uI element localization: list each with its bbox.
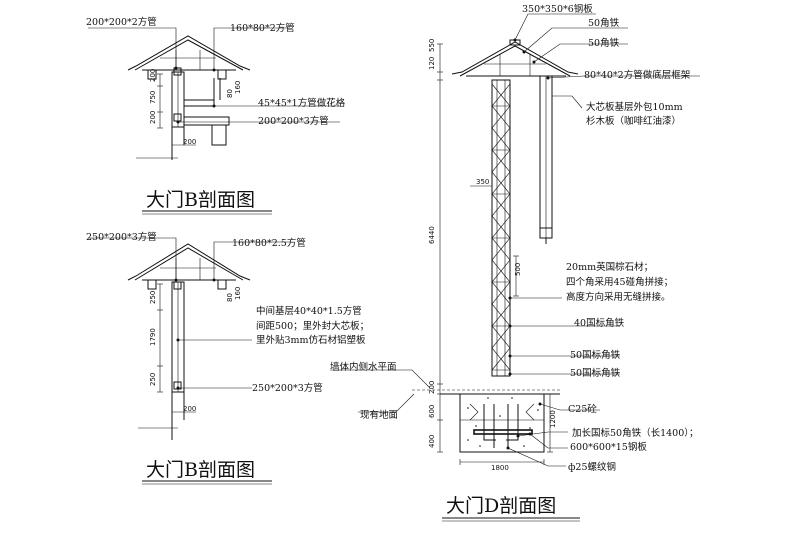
dim-200-lower: 200	[183, 405, 196, 413]
dim-500: 500	[514, 263, 522, 276]
label-rebar: ф25螺纹钢	[568, 461, 616, 473]
note-line-2: 间距500；里外封大芯板；	[256, 320, 369, 332]
dim-80-lower: 80	[226, 293, 234, 302]
dim-400: 400	[428, 435, 436, 448]
label-250x200x3-top: 250*200*3方管	[86, 231, 157, 243]
concrete-footing	[459, 393, 545, 453]
label-angle-50d: 50国标角铁	[570, 367, 621, 379]
title-b-lower: 大门B剖面图	[146, 459, 255, 481]
label-200x200x3: 200*200*3方管	[258, 115, 329, 127]
dim-6440: 6440	[428, 226, 436, 244]
label-angle-40: 40国标角铁	[574, 317, 625, 329]
label-160x80x2: 160*80*2方管	[230, 22, 295, 34]
section-d: 120 550 6440 200 600 400 500 1200 1800 3…	[330, 3, 700, 522]
label-45x45x1: 45*45*1方管做花格	[258, 97, 346, 109]
roof-outline-d	[451, 41, 579, 75]
dim-160-lower: 160	[234, 287, 242, 300]
lattice-tower	[491, 79, 511, 377]
dim-600: 600	[428, 405, 436, 418]
title-d: 大门D剖面图	[446, 495, 556, 517]
label-ground: 现有地面	[360, 409, 398, 421]
dim-1790: 1790	[149, 328, 157, 346]
label-160x80x2.5: 160*80*2.5方管	[232, 237, 306, 249]
label-concrete: C25砼	[568, 403, 597, 415]
note-line-1: 中间基层40*40*1.5方管	[256, 305, 362, 317]
dim-120: 120	[428, 57, 436, 70]
label-stone-1: 20mm英国棕石材；	[566, 261, 653, 273]
dim-1200: 1200	[549, 410, 557, 428]
label-stone-3: 高度方向采用无缝拼接。	[566, 291, 671, 303]
dim-80: 80	[226, 89, 234, 98]
dim-350: 350	[476, 178, 489, 186]
dim-160: 160	[234, 81, 242, 94]
dim-750: 750	[149, 91, 157, 104]
dim-200-bottom: 200	[183, 138, 196, 146]
label-250x200x3-bottom: 250*200*3方管	[252, 382, 323, 394]
note-line-3: 里外贴3mm仿石材铝塑板	[256, 334, 366, 346]
label-angle-50b: 50角铁	[588, 37, 620, 49]
label-200x200x2: 200*200*2方管	[86, 16, 157, 28]
label-angle-long: 加长国标50角铁（长1400）；	[572, 427, 699, 439]
label-wall-level: 墙体内侧水平面	[330, 361, 397, 373]
label-board-2: 杉木板（咖啡红油漆）	[586, 115, 681, 127]
dim-200a: 200	[149, 69, 157, 82]
section-b-upper: 200 750 200 80 160 200 200*200*2方管 160*8…	[86, 16, 346, 215]
title-b-upper: 大门B剖面图	[146, 189, 255, 211]
label-board-1: 大芯板基层外包10mm	[586, 101, 683, 113]
dim-250b: 250	[149, 373, 157, 386]
dim-200-d: 200	[428, 381, 436, 394]
roof-outline-lower	[127, 243, 251, 281]
label-angle-50c: 50国标角铁	[570, 349, 621, 361]
label-stone-2: 四个角采用45碰角拼接；	[566, 276, 673, 288]
label-base-plate: 600*600*15钢板	[570, 441, 647, 453]
section-b-lower: 250 1790 250 80 160 200 250*200*3方管 160*…	[86, 231, 369, 485]
label-angle-50a: 50角铁	[588, 17, 620, 29]
label-steel-plate-350: 350*350*6钢板	[522, 3, 593, 15]
roof-outline	[127, 35, 251, 71]
dim-250a: 250	[149, 291, 157, 304]
dim-550: 550	[428, 39, 436, 52]
dim-200b: 200	[149, 111, 157, 124]
label-frame: 80*40*2方管做底层框架	[584, 69, 691, 81]
dim-1800: 1800	[491, 464, 509, 472]
